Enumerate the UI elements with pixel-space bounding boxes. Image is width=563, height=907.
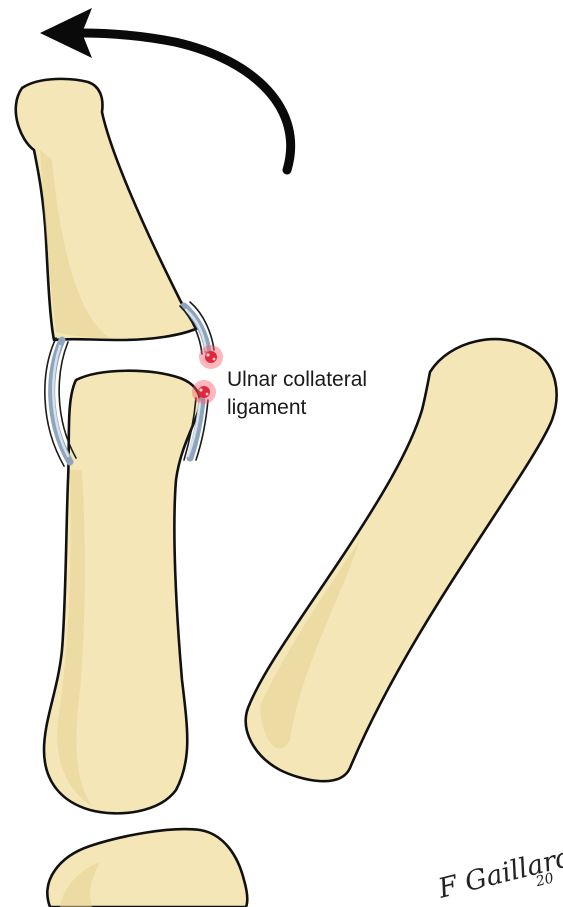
- tear-marker-icon: [192, 380, 216, 404]
- distal-phalanx-bone: [16, 79, 198, 340]
- tear-marker-icon: [199, 345, 223, 369]
- artist-signature: F Gaillard 20: [434, 841, 563, 907]
- ligament-label-line-1: Ulnar collateral: [227, 368, 367, 391]
- ligament-label-line-2: ligament: [227, 396, 307, 419]
- base-carpal-bone: [47, 829, 247, 907]
- signature-year: 20: [533, 870, 555, 890]
